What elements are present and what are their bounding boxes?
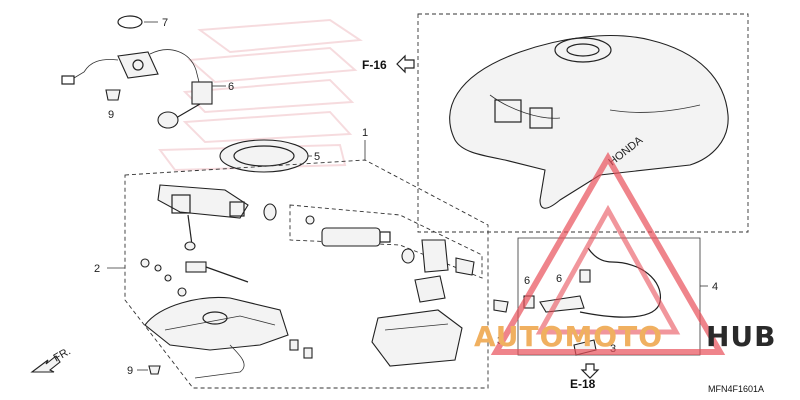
watermark-triangle-inner xyxy=(535,204,681,335)
callout-6-lower: 6 xyxy=(524,275,530,287)
strainer-line xyxy=(384,323,449,331)
watermark-brand-left: AUTOMOTO xyxy=(474,320,663,353)
pump-outlet xyxy=(171,194,191,214)
sensor-arm-wire xyxy=(149,49,201,87)
front-arrow-icon xyxy=(30,355,61,373)
sensor-float-unit xyxy=(191,81,213,105)
part-8-oring: 7 xyxy=(117,15,168,29)
hose xyxy=(579,247,661,318)
callout-1: 1 xyxy=(362,127,368,139)
bolt-base-1 xyxy=(289,339,299,351)
diagram-code: MFN4F1601A xyxy=(708,384,764,394)
callout-5: 5 xyxy=(314,151,320,163)
ref-f16-arrow-icon xyxy=(396,54,415,74)
bolt-base-2 xyxy=(303,347,313,359)
fuel-tank-frame xyxy=(417,13,749,233)
pump-motor-frame xyxy=(289,204,483,279)
part-9-grommet-top: 9 xyxy=(105,89,121,121)
pump-motor xyxy=(321,227,381,247)
tank-bracket-left xyxy=(494,99,522,123)
tank-contour-1 xyxy=(489,94,561,119)
pump-wire xyxy=(194,344,245,379)
ref-e18-arrow-icon xyxy=(580,363,600,379)
callout-6-upper: 6 xyxy=(556,273,562,285)
part-9-bottom: 9 xyxy=(127,365,161,377)
grommet-bottom-icon xyxy=(148,365,161,375)
pump-strainer xyxy=(371,309,463,367)
pump-seal xyxy=(305,215,315,225)
grommet-icon xyxy=(105,89,121,101)
pump-base-hole xyxy=(202,311,228,325)
float-body xyxy=(157,111,179,129)
oring-icon xyxy=(117,15,143,29)
ref-f16-label: F-16 xyxy=(362,58,387,72)
pump-base-rib xyxy=(164,315,276,331)
sensor-plate xyxy=(117,51,159,79)
pump-clip xyxy=(229,201,245,217)
ref-e18-label: E-18 xyxy=(570,377,596,391)
part-7-level-sensor: 6 xyxy=(61,49,234,129)
bolt-small-1 xyxy=(140,258,150,268)
callout-9-top: 9 xyxy=(108,109,114,121)
ref-e18: E-18 xyxy=(570,363,600,391)
pump-spring xyxy=(263,203,277,221)
fuel-cap-inner xyxy=(566,43,600,57)
pump-filter-spring xyxy=(401,248,415,264)
pump-assembly-frame xyxy=(124,159,489,389)
watermark-brand-right: HUB xyxy=(706,320,777,353)
callout-7: 6 xyxy=(228,81,234,93)
gasket-plate xyxy=(219,139,309,173)
fuel-tank xyxy=(449,35,729,209)
oring-small xyxy=(177,287,187,297)
ref-f16: F-16 xyxy=(362,54,415,74)
regulator xyxy=(185,261,207,273)
part-5-gasket: 5 xyxy=(219,139,320,173)
callout-4: 4 xyxy=(712,281,718,293)
sensor-connector xyxy=(61,75,75,85)
pump-filter-bracket xyxy=(421,239,449,273)
fuel-tank-group: HONDA xyxy=(417,13,749,233)
front-direction: FR. xyxy=(30,345,73,373)
pump-pipe-end xyxy=(184,241,196,251)
watermark: AUTOMOTO HUB xyxy=(474,151,777,355)
sensor-plate-hole xyxy=(132,59,144,71)
fuel-cap xyxy=(554,37,612,63)
pump-motor-end xyxy=(379,231,391,243)
clip-3-left xyxy=(493,299,509,313)
hose-fitting xyxy=(539,295,585,313)
pump-pipe xyxy=(187,214,193,246)
tank-contour-2 xyxy=(609,104,701,113)
sensor-wire xyxy=(73,59,119,79)
washer-small xyxy=(164,274,172,282)
front-label: FR. xyxy=(52,345,73,364)
gasket-inner xyxy=(233,145,295,167)
watermark-triangle-outer xyxy=(490,151,726,355)
pump-filter-cap xyxy=(414,275,446,303)
clip-6-upper xyxy=(579,269,591,283)
pump-clamp xyxy=(455,257,475,276)
float-arm xyxy=(175,103,201,119)
callout-9-bottom: 9 xyxy=(127,365,133,377)
regulator-rod xyxy=(205,266,249,283)
callout-8: 7 xyxy=(162,17,168,29)
part-1-leader: 1 xyxy=(362,127,368,160)
tank-bracket-right xyxy=(529,107,553,129)
callout-2: 2 xyxy=(94,263,100,275)
fuel-pump-assembly: 2 xyxy=(94,159,489,389)
bolt-small-2 xyxy=(154,264,162,272)
pump-housing xyxy=(157,184,249,219)
